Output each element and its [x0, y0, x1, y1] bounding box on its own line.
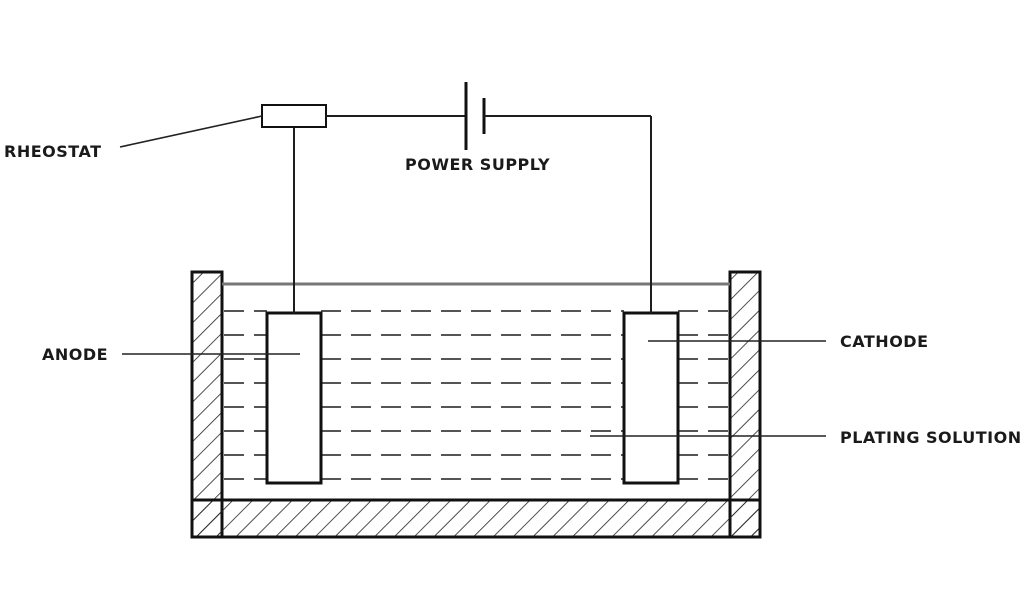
anode-label: ANODE [42, 345, 108, 364]
tank-inner-outline [220, 272, 732, 502]
tank-left-wall [190, 270, 224, 539]
plating-solution-label: PLATING SOLUTION [840, 428, 1022, 447]
plating-solution [222, 282, 730, 480]
leader-lines [119, 115, 826, 437]
tank-right-wall [728, 270, 762, 539]
anode-electrode [265, 311, 323, 485]
tank-bottom [190, 498, 762, 539]
cathode-electrode [622, 311, 680, 485]
cathode-label: CATHODE [840, 332, 929, 351]
power-supply-label: POWER SUPPLY [405, 155, 550, 174]
rheostat-symbol [261, 104, 327, 128]
rheostat-leader [119, 115, 263, 148]
circuit [261, 82, 652, 313]
rheostat-label: RHEOSTAT [4, 142, 102, 161]
